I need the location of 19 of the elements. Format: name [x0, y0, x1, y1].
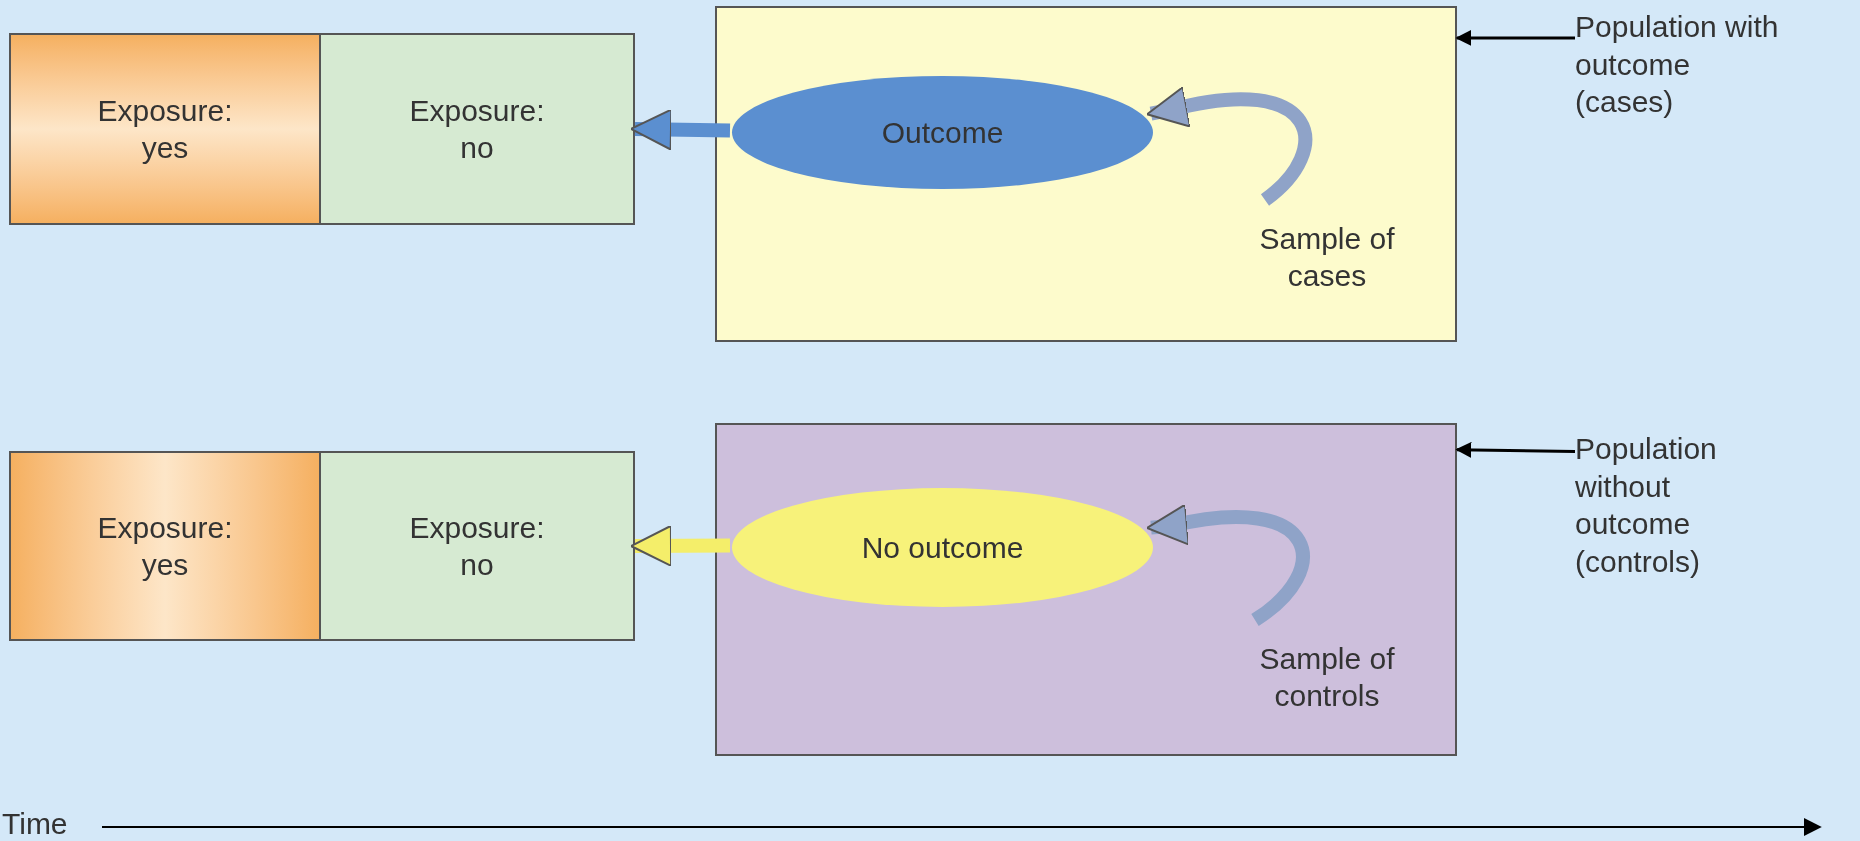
outcome-ellipse: Outcome: [732, 76, 1153, 189]
exposure-cell: Exposure: yes: [9, 33, 321, 225]
axis-label: Time: [2, 806, 68, 841]
arrow: [630, 108, 731, 151]
exposure-cell: Exposure: no: [321, 451, 635, 641]
exposure-cell: Exposure: yes: [9, 451, 321, 641]
sample-label: Sample of cases: [1227, 202, 1427, 312]
outcome-ellipse: No outcome: [732, 488, 1153, 607]
population-label: Population without outcome (controls): [1575, 430, 1825, 610]
arrow: [1455, 29, 1575, 46]
arrow: [1146, 503, 1310, 626]
population-label: Population with outcome (cases): [1575, 8, 1845, 138]
arrow: [630, 524, 731, 567]
population-box: [715, 423, 1457, 756]
arrow: [1455, 441, 1576, 458]
sample-label: Sample of controls: [1202, 622, 1452, 732]
population-box: [715, 6, 1457, 342]
exposure-cell: Exposure: no: [321, 33, 635, 225]
arrow: [1146, 86, 1312, 206]
